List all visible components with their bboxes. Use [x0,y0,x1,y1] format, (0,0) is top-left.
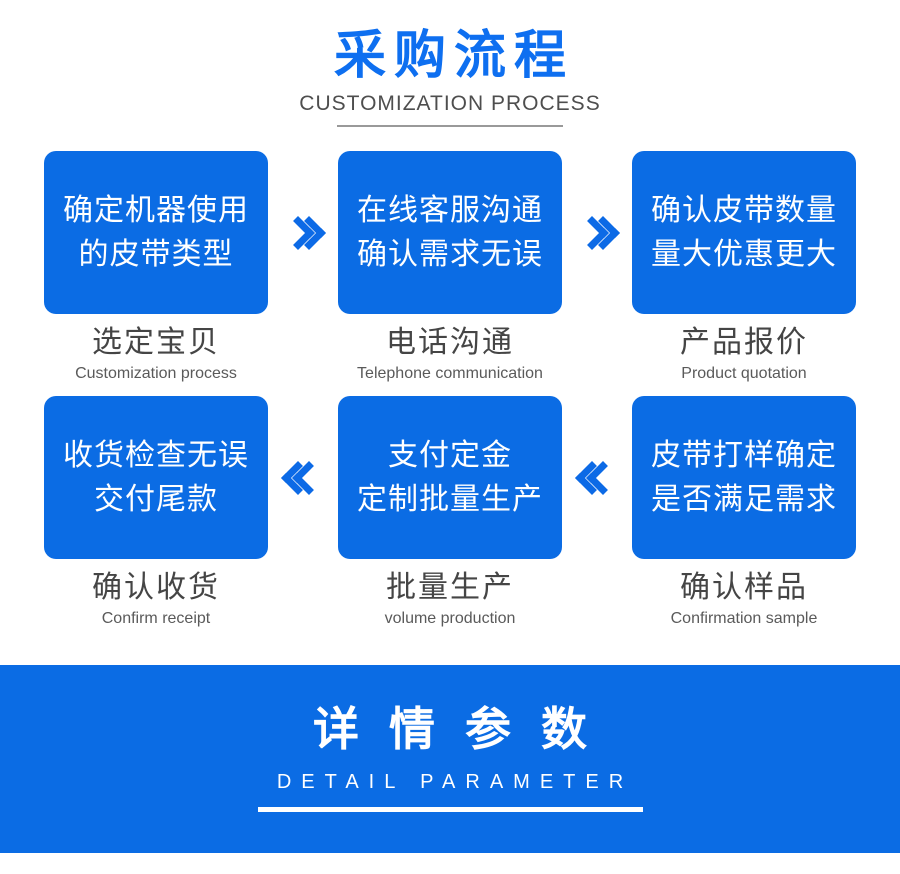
step-box-text-line1: 收货检查无误 [63,438,249,472]
flow-step-confirm-sample: 皮带打样确定 是否满足需求 确认样品 Confirmation sample [632,396,856,629]
header-underline [337,125,563,127]
step-box-text-line2: 确认需求无误 [357,237,543,271]
step-subtitle-en: Customization process [75,365,237,382]
step-box-text-line1: 确认皮带数量 [651,193,837,227]
detail-parameter-banner: 详情参数 DETAIL PARAMETER [0,665,900,853]
flow-step-box: 在线客服沟通 确认需求无误 [338,151,562,314]
flow-step-box: 支付定金 定制批量生产 [338,396,562,559]
step-subtitle-en: Confirmation sample [670,610,818,627]
process-header: 采购流程 CUSTOMIZATION PROCESS [0,0,900,127]
step-box-text-line1: 在线客服沟通 [357,193,543,227]
flow-step-select-product: 确定机器使用 的皮带类型 选定宝贝 Customization process [44,151,268,384]
step-title-cn: 批量生产 [386,571,514,604]
double-chevron-right-icon [268,215,338,251]
flow-step-box: 皮带打样确定 是否满足需求 [632,396,856,559]
double-chevron-left-icon [562,460,632,496]
step-box-text-line2: 的皮带类型 [78,237,234,271]
flow-step-quantity-quote: 确认皮带数量 量大优惠更大 产品报价 Product quotation [632,151,856,384]
step-title-cn: 确认收货 [92,571,220,604]
step-box-text-line1: 支付定金 [388,438,512,472]
step-box-text-line2: 交付尾款 [94,482,218,516]
footer-title: 详情参数 [313,703,617,755]
step-subtitle-en: Telephone communication [357,365,543,382]
double-chevron-right-icon [562,215,632,251]
footer-subtitle: DETAIL PARAMETER [276,771,634,793]
double-chevron-left-icon [268,460,338,496]
footer-underline [257,807,643,812]
flow-step-volume-production: 支付定金 定制批量生产 批量生产 volume production [338,396,562,629]
step-box-text-line2: 是否满足需求 [651,482,837,516]
flow-row-2: 收货检查无误 交付尾款 确认收货 Confirm receipt 支付定金 定制… [0,396,900,629]
flow-step-box: 确定机器使用 的皮带类型 [44,151,268,314]
step-title-cn: 产品报价 [680,326,808,359]
step-title-cn: 选定宝贝 [92,326,220,359]
step-subtitle-en: volume production [384,610,516,627]
page-subtitle: CUSTOMIZATION PROCESS [299,92,601,115]
step-subtitle-en: Product quotation [681,365,807,382]
step-box-text-line2: 定制批量生产 [357,482,543,516]
flow-step-online-communication: 在线客服沟通 确认需求无误 电话沟通 Telephone communicati… [338,151,562,384]
step-subtitle-en: Confirm receipt [101,610,211,627]
step-title-cn: 电话沟通 [386,326,514,359]
page-title: 采购流程 [333,27,574,85]
step-box-text-line1: 确定机器使用 [63,193,249,227]
step-box-text-line2: 量大优惠更大 [651,237,837,271]
step-title-cn: 确认样品 [680,571,808,604]
flow-step-confirm-receipt: 收货检查无误 交付尾款 确认收货 Confirm receipt [44,396,268,629]
flow-step-box: 确认皮带数量 量大优惠更大 [632,151,856,314]
step-box-text-line1: 皮带打样确定 [651,438,837,472]
flow-row-1: 确定机器使用 的皮带类型 选定宝贝 Customization process … [0,151,900,384]
flow-step-box: 收货检查无误 交付尾款 [44,396,268,559]
process-flow-diagram: 确定机器使用 的皮带类型 选定宝贝 Customization process … [0,151,900,629]
